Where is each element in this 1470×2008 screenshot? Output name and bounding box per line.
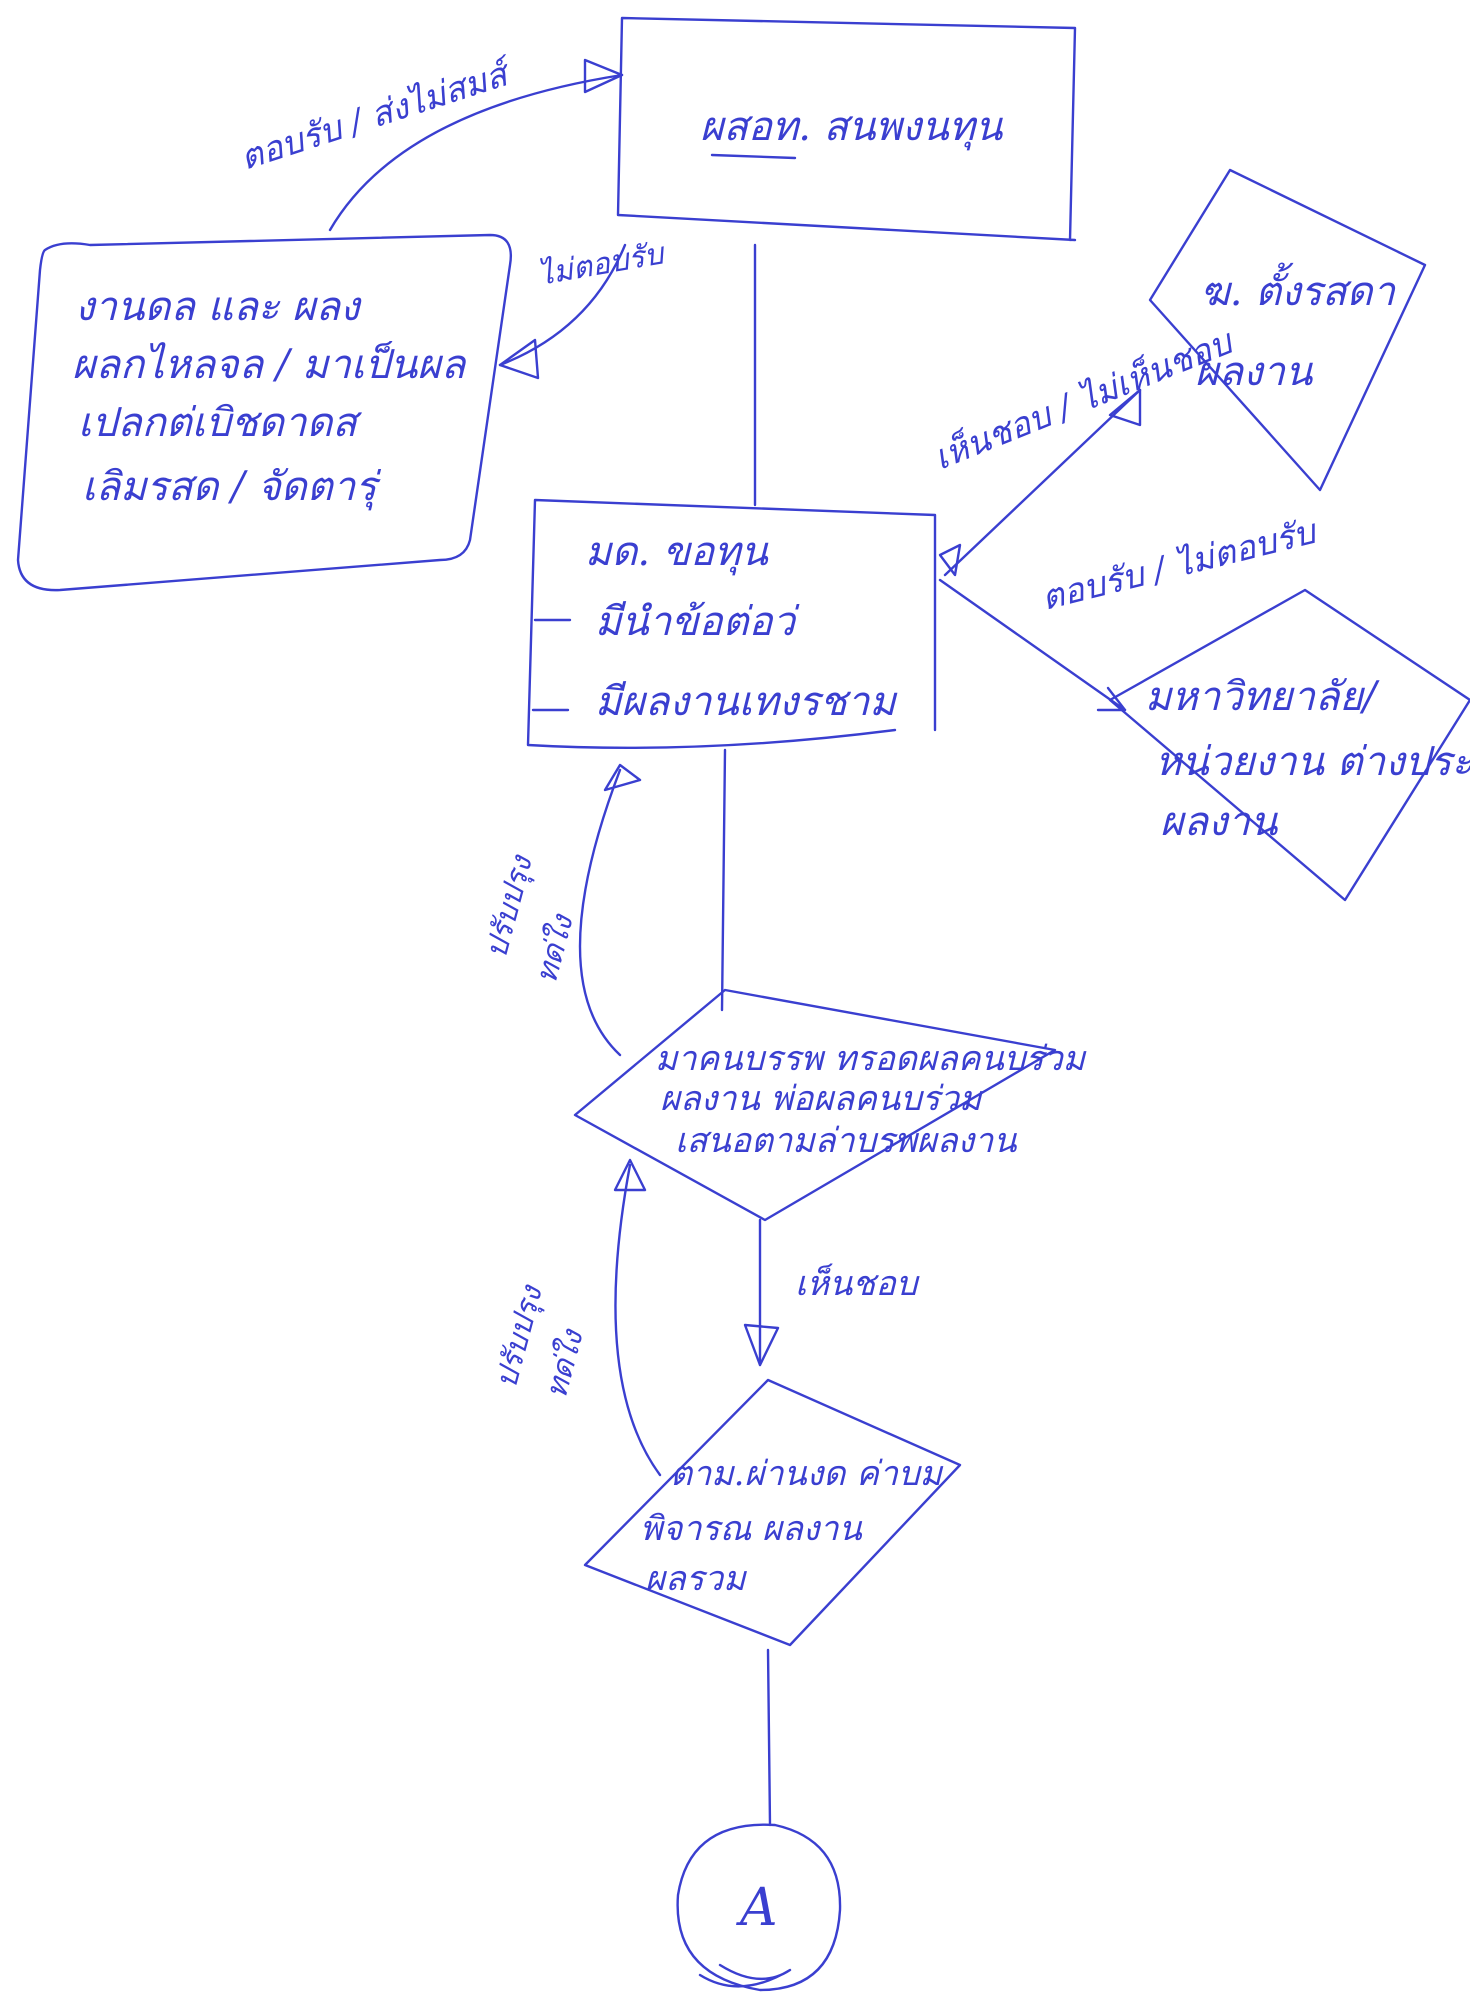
left-box-line-2: ผลกไหลจล / มาเป็นผล [72, 341, 468, 388]
edge-left-to-top-arrowhead [583, 58, 624, 94]
edge-d1-to-d2-arrowhead [743, 1323, 780, 1367]
top-box-underline [710, 153, 797, 160]
node-diamond-2: ตาม.ผ่านงด ค่าบม พิจารณ ผลงาน ผลรวม [583, 1378, 962, 1647]
node-left-box: งานดล และ ผลง ผลกไหลจล / มาเป็นผล เปลกต่… [16, 233, 512, 592]
edge-d2-to-d1: ปรับปรุง ทด่ใง [489, 1158, 662, 1477]
diamond-2-line-1: ตาม.ผ่านงด ค่าบม [670, 1454, 944, 1494]
left-box-line-4: เลิมรสด / จัดตารุ่ [82, 464, 382, 511]
node-top-box: ผสอท. สนพงนทุน [616, 16, 1077, 242]
diamond-1-outline [573, 988, 1057, 1222]
left-box-line-1: งานดล และ ผลง [75, 284, 362, 330]
right-bottom-outline [1108, 588, 1470, 902]
edge-top-to-left-label: ไม่ตอบรับ [535, 236, 669, 293]
right-top-line-1: ฆ. ตั้งรสดา [1200, 262, 1397, 315]
edge-d2-to-d1-label-1: ปรับปรุง [489, 1280, 550, 1392]
connector-a-label: A [736, 1878, 778, 1938]
edge-d2-to-d1-arrowhead [613, 1158, 647, 1192]
diamond-1-line-2: ผลงาน พ่อผลคนบร่วม [660, 1079, 983, 1119]
diamond-1-line-3: เสนอตามล่าบรพผลงาน [675, 1121, 1017, 1161]
left-box-outline [16, 233, 512, 592]
edge-to-right-top-arrowhead-end [938, 543, 962, 577]
edge-to-right-bottom-line [938, 578, 1127, 712]
right-bottom-line-3: ผลงาน [1160, 799, 1279, 845]
edge-to-right-top: เห็นชอบ / ไม่เห็นชอบ [928, 321, 1240, 577]
right-bottom-line-2: หน่วยงาน ต่างประเทศ [1155, 739, 1470, 785]
edge-to-right-bottom-label: ตอบรับ / ไม่ตอบรับ [1038, 511, 1322, 618]
edge-to-right-top-line [943, 388, 1142, 577]
right-top-outline [1148, 168, 1427, 492]
middle-box-outline [526, 498, 937, 750]
right-bottom-line-1: มหาวิทยาลัย/ [1145, 674, 1380, 720]
edge-d2-to-connector [766, 1648, 772, 1827]
node-right-top: ฆ. ตั้งรสดา ผลงาน [1148, 168, 1427, 492]
edge-d1-to-mid-label-1: ปรับปรุง [479, 850, 540, 962]
edge-d1-to-mid-label-2: ทด่ใง [529, 910, 581, 988]
node-diamond-1: มาคนบรรพ ทรอดผลคนบร่วม ผลงาน พ่อผลคนบร่ว… [573, 988, 1087, 1222]
top-box-label: ผสอท. สนพงนทุน [700, 104, 1004, 151]
diamond-1-line-1: มาคนบรรพ ทรอดผลคนบร่วม [655, 1039, 1087, 1079]
node-connector-a: A [676, 1823, 842, 1992]
edge-d2-to-d1-curve [614, 1163, 662, 1477]
edge-d1-to-mid: ปรับปรุง ทด่ใง [479, 763, 642, 1057]
left-box-line-3: เปลกต่เบิชดาดส [78, 400, 362, 446]
edge-top-to-left-arrowhead [498, 338, 540, 380]
edge-d1-to-mid-curve [578, 768, 622, 1057]
middle-box-line-1: มด. ขอทุน [585, 529, 770, 576]
diamond-2-line-3: ผลรวม [645, 1559, 747, 1599]
edge-left-to-top-curve [328, 73, 624, 232]
right-top-line-2: ผลงาน [1195, 349, 1314, 395]
node-right-bottom: มหาวิทยาลัย/ หน่วยงาน ต่างประเทศ ผลงาน [1108, 588, 1470, 902]
edge-left-to-top: ตอบรับ / ส่งไม่สมส์ [235, 53, 624, 232]
edge-to-right-bottom-arrowhead [1096, 686, 1127, 712]
diamond-2-outline [583, 1378, 962, 1647]
connector-a-outline [676, 1823, 842, 1992]
top-box-outline [616, 16, 1077, 242]
edge-left-to-top-label: ตอบรับ / ส่งไม่สมส์ [235, 53, 518, 179]
middle-box-line-2: มีนำข้อต่อว่ [595, 599, 800, 645]
edge-top-to-left: ไม่ตอบรับ [498, 236, 669, 380]
edge-top-to-left-curve [498, 243, 627, 367]
edge-d1-to-d2-label: เห็นชอบ [795, 1263, 920, 1304]
edge-to-right-top-label: เห็นชอบ / ไม่เห็นชอบ [928, 321, 1240, 479]
connector-a-scribble [698, 1963, 792, 1988]
edge-middle-to-diamond-1 [720, 748, 727, 1012]
node-middle-box: มด. ขอทุน มีนำข้อต่อว่ มีผลงานเทงรชาม [526, 498, 937, 750]
edge-d1-to-d2: เห็นชอบ [743, 1218, 920, 1367]
edge-to-right-top-arrowhead-mid [1108, 388, 1142, 427]
middle-box-line-3: มีผลงานเทงรชาม [595, 679, 898, 725]
edge-d2-to-d1-label-2: ทด่ใง [539, 1325, 591, 1403]
diamond-2-line-2: พิจารณ ผลงาน [640, 1509, 862, 1549]
edge-d1-to-mid-arrowhead [603, 763, 642, 792]
